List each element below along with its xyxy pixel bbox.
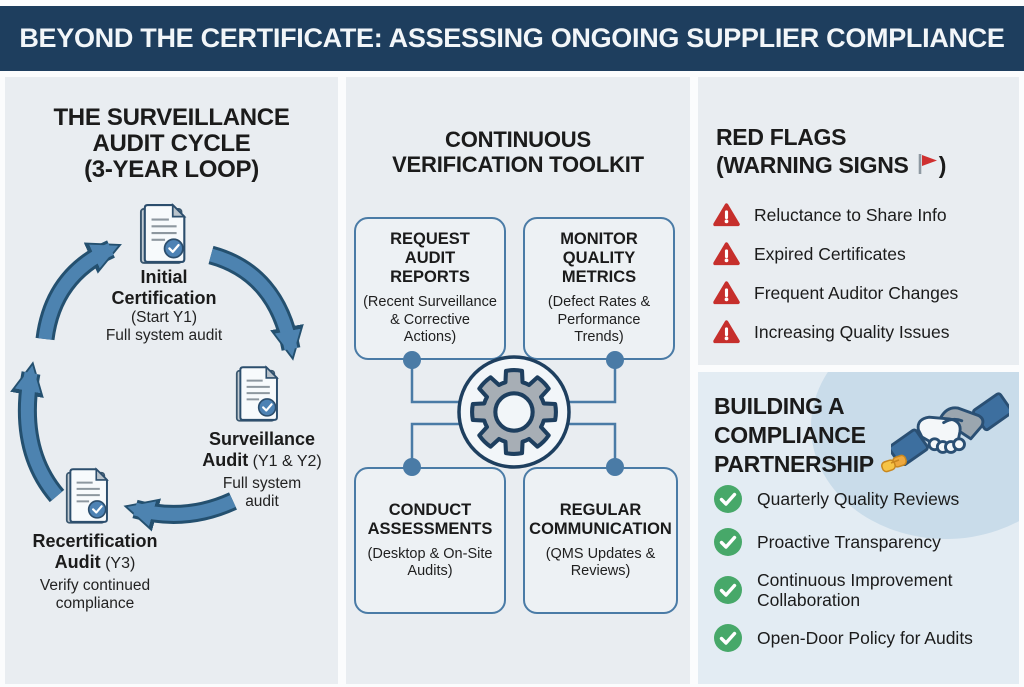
gear-circle xyxy=(457,355,571,469)
partnership-title: BUILDING A COMPLIANCE PARTNERSHIP xyxy=(714,392,908,479)
stage-desc: Full system xyxy=(222,475,302,492)
stage-year: (Y1 & Y2) xyxy=(252,453,322,470)
audit-cycle-title-line1: THE SURVEILLANCE xyxy=(53,104,290,131)
stage-desc: audit xyxy=(245,493,279,510)
check-circle-icon xyxy=(714,485,742,513)
partnership-text: Proactive Transparency xyxy=(757,532,941,552)
stage-desc: compliance xyxy=(55,595,135,612)
toolkit-box-title: MONITOR QUALITY METRICS xyxy=(560,230,638,287)
handshake-icon xyxy=(891,392,1009,466)
partnership-item: Proactive Transparency xyxy=(713,527,1013,557)
warning-triangle-icon xyxy=(713,281,740,305)
toolkit-title-line2: VERIFICATION TOOLKIT xyxy=(392,152,644,177)
check-circle-icon xyxy=(714,528,742,556)
certificate-document-icon xyxy=(235,365,279,422)
handshake-emoji-icon xyxy=(880,454,907,473)
toolkit-box-monitor-quality-metrics: MONITOR QUALITY METRICS (Defect Rates & … xyxy=(523,217,675,360)
toolkit-box-subtitle: (Desktop & On-Site Audits) xyxy=(367,545,493,580)
panel-red-flags: RED FLAGS (WARNING SIGNS ) Reluctance to… xyxy=(698,77,1019,365)
stage-year: (Start Y1) xyxy=(130,309,198,326)
toolkit-box-request-audit-reports: REQUEST AUDIT REPORTS (Recent Surveillan… xyxy=(354,217,506,360)
stage-desc: Full system audit xyxy=(105,327,223,344)
stage-recertification-audit: Recertification Audit (Y3) Verify contin… xyxy=(15,531,175,613)
toolkit-box-subtitle: (Recent Surveillance & Corrective Action… xyxy=(363,294,497,346)
red-flags-title-line2: (WARNING SIGNS xyxy=(716,152,909,178)
toolkit-box-conduct-assessments: CONDUCT ASSESSMENTS (Desktop & On-Site A… xyxy=(354,467,506,614)
toolkit-box-title: REGULAR COMMUNICATION xyxy=(529,500,672,538)
toolkit-box-title: CONDUCT ASSESSMENTS xyxy=(367,500,493,538)
toolkit-box-title: REQUEST AUDIT REPORTS xyxy=(390,230,470,287)
toolkit-box-subtitle: (Defect Rates & Performance Trends) xyxy=(547,294,651,346)
toolkit-title: CONTINUOUS VERIFICATION TOOLKIT xyxy=(346,127,690,177)
check-circle-icon xyxy=(714,624,742,652)
warning-triangle-icon xyxy=(713,320,740,344)
red-flag-text: Reluctance to Share Info xyxy=(754,204,947,225)
stage-name: Surveillance xyxy=(208,429,316,449)
red-flag-item: Increasing Quality Issues xyxy=(713,312,1013,351)
audit-cycle-title-line2: AUDIT CYCLE xyxy=(92,130,251,157)
stage-name: Audit xyxy=(54,552,101,572)
red-flags-list: Reluctance to Share Info Expired Certifi… xyxy=(713,195,1013,351)
red-flag-text: Frequent Auditor Changes xyxy=(754,282,959,303)
header-bar: BEYOND THE CERTIFICATE: ASSESSING ONGOIN… xyxy=(0,6,1024,71)
check-circle-icon xyxy=(714,576,742,604)
partnership-title-line3: PARTNERSHIP xyxy=(714,451,874,477)
partnership-list: Quarterly Quality Reviews Proactive Tran… xyxy=(713,484,1013,666)
partnership-title-line1: BUILDING A xyxy=(714,393,845,419)
toolkit-box-subtitle: (QMS Updates & Reviews) xyxy=(545,545,656,580)
audit-cycle-title-line3: (3-YEAR LOOP) xyxy=(84,156,259,183)
red-flag-item: Reluctance to Share Info xyxy=(713,195,1013,234)
audit-cycle-title: THE SURVEILLANCE AUDIT CYCLE (3-YEAR LOO… xyxy=(5,105,338,183)
stage-initial-certification: Initial Certification (Start Y1) Full sy… xyxy=(64,267,264,345)
red-flag-item: Frequent Auditor Changes xyxy=(713,273,1013,312)
stage-name: Recertification xyxy=(32,531,158,551)
panel-audit-cycle: THE SURVEILLANCE AUDIT CYCLE (3-YEAR LOO… xyxy=(5,77,338,684)
red-flags-title: RED FLAGS (WARNING SIGNS ) xyxy=(716,123,946,179)
red-flags-title-line1: RED FLAGS xyxy=(716,124,847,150)
red-flag-item: Expired Certificates xyxy=(713,234,1013,273)
stage-desc: Verify continued xyxy=(39,577,151,594)
warning-triangle-icon xyxy=(713,242,740,266)
gear-icon xyxy=(470,368,558,456)
red-flag-icon xyxy=(918,154,937,174)
page-title: BEYOND THE CERTIFICATE: ASSESSING ONGOIN… xyxy=(19,23,1005,53)
warning-triangle-icon xyxy=(713,203,740,227)
certificate-document-icon xyxy=(139,203,187,264)
connector-dots xyxy=(403,351,624,476)
partnership-text: Quarterly Quality Reviews xyxy=(757,489,960,509)
stage-name: Audit xyxy=(202,450,249,470)
panel-verification-toolkit: CONTINUOUS VERIFICATION TOOLKIT REQUEST … xyxy=(346,77,690,684)
red-flag-text: Increasing Quality Issues xyxy=(754,321,950,342)
partnership-text: Continuous Improvement Collaboration xyxy=(757,570,953,610)
stage-name: Certification xyxy=(111,288,217,308)
partnership-item: Open-Door Policy for Audits xyxy=(713,623,1013,653)
partnership-title-line2: COMPLIANCE xyxy=(714,422,866,448)
stage-name: Initial xyxy=(140,267,188,287)
panel-compliance-partnership: BUILDING A COMPLIANCE PARTNERSHIP Quarte… xyxy=(698,372,1019,684)
red-flags-title-paren: ) xyxy=(938,152,947,178)
toolkit-title-line1: CONTINUOUS xyxy=(445,127,591,152)
partnership-item: Quarterly Quality Reviews xyxy=(713,484,1013,514)
certificate-document-icon xyxy=(65,467,109,524)
red-flag-text: Expired Certificates xyxy=(754,243,906,264)
toolkit-box-regular-communication: REGULAR COMMUNICATION (QMS Updates & Rev… xyxy=(523,467,678,614)
connector-lines xyxy=(410,360,617,467)
partnership-item: Continuous Improvement Collaboration xyxy=(713,570,1013,610)
stage-surveillance-audit: Surveillance Audit (Y1 & Y2) Full system… xyxy=(177,429,347,511)
partnership-text: Open-Door Policy for Audits xyxy=(757,628,973,648)
stage-year: (Y3) xyxy=(105,555,136,572)
